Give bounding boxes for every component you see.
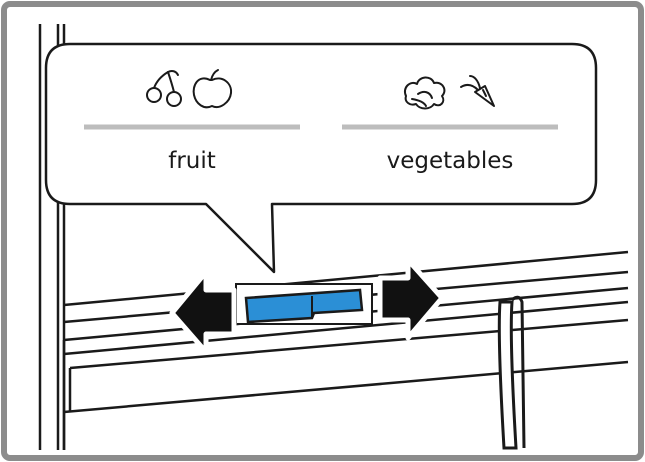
- slider-body[interactable]: [244, 288, 364, 324]
- vegetables-label: vegetables: [387, 148, 514, 174]
- lettuce-icon: [404, 76, 446, 110]
- callout-bubble: [44, 42, 598, 274]
- drawer-latch: [497, 295, 526, 450]
- apple-icon: [192, 69, 233, 109]
- slide-right-arrow: [377, 257, 445, 341]
- humidity-slider[interactable]: [244, 288, 364, 324]
- carrot-icon: [460, 75, 495, 107]
- fruit-label: fruit: [168, 148, 216, 174]
- cherries-icon: [146, 70, 182, 107]
- slide-left-arrow: [169, 269, 237, 355]
